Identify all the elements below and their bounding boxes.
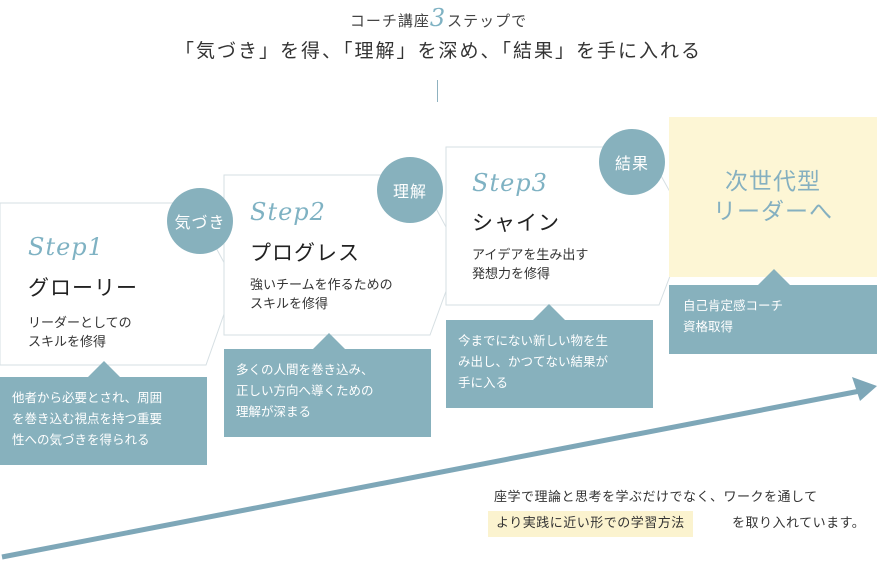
step2-box: 多くの人間を巻き込み、正しい方向へ導くための理解が深まる <box>224 349 431 437</box>
step3-box: 今までにない新しい物を生み出し、かつてない結果が手に入る <box>446 320 653 408</box>
growth-arrow-head <box>852 377 877 401</box>
step2-box-notch <box>313 333 345 349</box>
bottom-text-line2: を取り入れています。 <box>732 516 866 531</box>
header-line1: コーチ講座3ステップで <box>349 4 528 32</box>
circle-rikai: 理解 <box>377 157 443 223</box>
step1-label: Step1 <box>28 233 104 261</box>
step1-box-notch <box>88 361 120 377</box>
circle-kizuki: 気づき <box>167 188 233 254</box>
bottom-highlight: より実践に近い形での学習方法 <box>488 511 693 537</box>
step3-name: シャイン <box>472 211 560 235</box>
step1-name: グローリー <box>28 276 138 300</box>
step2-desc: 強いチームを作るためのスキルを修得 <box>250 278 393 312</box>
final-box-notch <box>758 269 790 285</box>
step1-desc: リーダーとしてのスキルを修得 <box>28 316 132 350</box>
step3-desc: アイデアを生み出す発想力を修得 <box>472 248 589 282</box>
circle-kekka: 結果 <box>599 129 665 195</box>
step2-name: プログレス <box>250 241 360 265</box>
step1-box: 他者から必要とされ、周囲を巻き込む視点を持つ重要性への気づきを得られる <box>0 377 207 465</box>
final-box: 自己肯定感コーチ資格取得 <box>669 285 877 354</box>
bottom-text-line1: 座学で理論と思考を学ぶだけでなく、ワークを通して <box>494 490 818 505</box>
growth-arrow-line <box>1 388 861 560</box>
final-card <box>669 117 877 277</box>
step-count: 3 <box>429 4 448 32</box>
final-title: 次世代型 リーダーへ <box>713 169 833 225</box>
header-line2: 「気づき」を得、「理解」を深め、「結果」を手に入れる <box>174 40 702 62</box>
step2-label: Step2 <box>250 198 326 226</box>
header-divider <box>437 80 438 102</box>
step3-label: Step3 <box>472 169 548 197</box>
step3-box-notch <box>533 304 565 320</box>
